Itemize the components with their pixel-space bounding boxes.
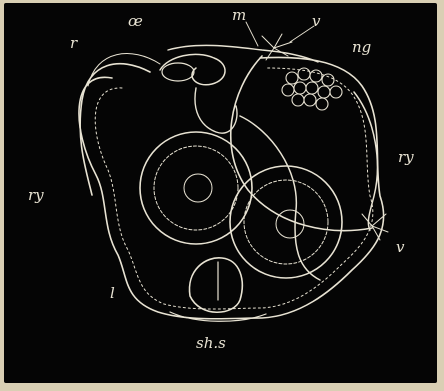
label-r-top: r (70, 36, 77, 51)
shell-sac-base (170, 312, 266, 321)
label-l: l (110, 286, 115, 301)
leader-v-top (290, 26, 314, 42)
shell-sac (189, 258, 242, 312)
top-vessel (168, 45, 318, 62)
label-v-right: v (396, 240, 404, 255)
label-v-top: v (312, 14, 320, 29)
body-outline (79, 57, 384, 318)
label-m: m (232, 8, 246, 23)
label-ng: ng (352, 40, 371, 55)
label-ry-right: ry (398, 150, 414, 165)
ov-mass (162, 63, 194, 81)
left-coil-center (184, 174, 212, 202)
label-shs: sh.s (196, 336, 226, 351)
top-radiating-point (262, 34, 292, 60)
label-oe: œ (128, 14, 143, 29)
leader-m (246, 22, 258, 46)
label-ry-left: ry (28, 188, 44, 203)
ng-granule-cluster (282, 68, 342, 110)
left-gut-loop (80, 64, 150, 195)
